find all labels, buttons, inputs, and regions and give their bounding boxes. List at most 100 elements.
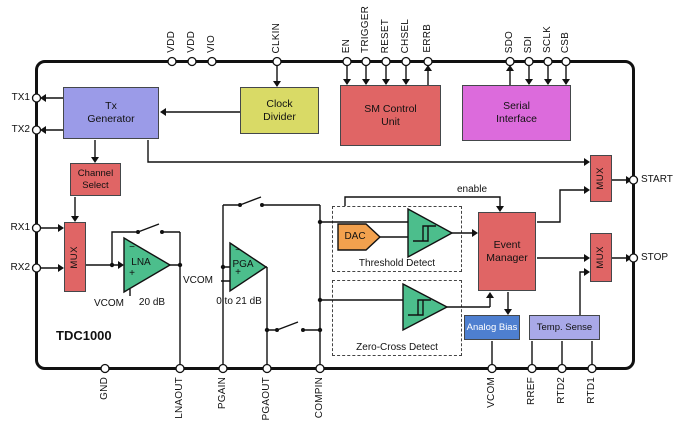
pin-csb xyxy=(561,56,571,67)
clock-divider-block: Clock Divider xyxy=(240,87,319,134)
pin-sdo xyxy=(505,56,515,67)
pin-label-sdi: SDI xyxy=(523,35,534,53)
pin-gnd xyxy=(100,363,110,374)
enable-label: enable xyxy=(456,184,488,195)
schmitt-trigger-icon xyxy=(413,225,436,242)
pin-clkin xyxy=(272,56,282,67)
analog-bias-block: Analog Bias xyxy=(464,315,520,340)
temp-sense-block: Temp. Sense xyxy=(529,315,600,340)
pin-en xyxy=(342,56,352,67)
pin-pgain xyxy=(218,363,228,374)
event-manager-block: Event Manager xyxy=(478,212,536,291)
switch-icons xyxy=(136,196,305,332)
pin-label-vcom: VCOM xyxy=(486,377,497,408)
zero-cross-comparator-triangle xyxy=(402,282,449,332)
pin-vcom xyxy=(487,363,497,374)
temp-sense-label: Temp. Sense xyxy=(536,321,593,333)
pin-chsel xyxy=(401,56,411,67)
pin-label-clkin: CLKIN xyxy=(271,22,282,53)
clock-divider-label: Clock Divider xyxy=(263,97,296,123)
pga-gain-label: 0 to 21 dB xyxy=(216,296,262,307)
pin-label-vio: VIO xyxy=(206,35,217,53)
pin-label-rtd1: RTD1 xyxy=(586,377,597,404)
pin-label-reset: RESET xyxy=(380,18,391,53)
threshold-detect-label: Threshold Detect xyxy=(358,258,436,269)
serial-interface-label: Serial Interface xyxy=(496,100,537,125)
pin-pgaout xyxy=(262,363,272,374)
junction-dots xyxy=(109,219,323,333)
pin-errb xyxy=(423,56,433,67)
zero-cross-detect-box xyxy=(332,280,462,356)
pin-label-rx2: RX2 xyxy=(10,262,30,273)
threshold-comparator-triangle xyxy=(407,207,454,259)
pin-rtd1 xyxy=(587,363,597,374)
pin-compin xyxy=(315,363,325,374)
pin-label-trigger: TRIGGER xyxy=(360,6,371,53)
mux-stop-block: MUX xyxy=(590,233,612,282)
dac-label: DAC xyxy=(344,231,366,242)
channel-select-label: Channel Select xyxy=(77,168,114,191)
serial-interface-block: Serial Interface xyxy=(462,85,571,141)
pin-label-chsel: CHSEL xyxy=(400,18,411,53)
pin-label-stop: STOP xyxy=(641,252,669,263)
threshold-detect-box xyxy=(332,206,462,272)
pin-label-tx1: TX1 xyxy=(11,92,30,103)
amplifiers xyxy=(123,207,454,332)
pin-vio xyxy=(207,56,217,67)
pin-label-compin: COMPIN xyxy=(314,377,325,419)
pin-label-sclk: SCLK xyxy=(542,26,553,53)
pin-label-gnd: GND xyxy=(99,377,110,400)
pin-sdi xyxy=(524,56,534,67)
pin-label-start: START xyxy=(641,174,673,185)
pin-label-rtd2: RTD2 xyxy=(556,377,567,404)
pin-label-csb: CSB xyxy=(560,31,571,53)
lna-label: LNA xyxy=(131,257,151,268)
sm-control-unit-block: SM Control Unit xyxy=(340,85,441,146)
pin-sclk xyxy=(543,56,553,67)
pin-vdd-2 xyxy=(187,56,197,67)
pin-reset xyxy=(381,56,391,67)
pin-label-pgaout: PGAOUT xyxy=(261,377,272,421)
sm-control-unit-label: SM Control Unit xyxy=(364,102,417,128)
analog-bias-label: Analog Bias xyxy=(466,321,518,333)
pga-minus-input: − xyxy=(235,245,241,256)
pga-label: PGA xyxy=(232,259,254,270)
pin-start xyxy=(628,175,639,185)
pin-rx2 xyxy=(31,263,42,273)
pin-tx1 xyxy=(31,93,42,103)
mux-rx-block: MUX xyxy=(64,222,86,292)
pins xyxy=(31,56,639,374)
pin-tx2 xyxy=(31,125,42,135)
pin-label-en: EN xyxy=(341,38,352,53)
pin-label-vdd-2: VDD xyxy=(186,31,197,53)
pin-label-rx1: RX1 xyxy=(10,222,30,233)
pin-lnaout xyxy=(175,363,185,374)
pin-label-tx2: TX2 xyxy=(11,124,30,135)
pin-label-vdd-1: VDD xyxy=(166,31,177,53)
lna-gain-label: 20 dB xyxy=(138,297,166,308)
pin-rx1 xyxy=(31,223,42,233)
pin-rtd2 xyxy=(557,363,567,374)
pga-plus-input: + xyxy=(235,267,241,278)
part-number-label: TDC1000 xyxy=(56,328,112,343)
pin-label-pgain: PGAIN xyxy=(217,377,228,410)
pga-vcom-label: VCOM xyxy=(183,275,213,286)
wires xyxy=(40,63,626,367)
schmitt-trigger-icon xyxy=(408,299,431,316)
mux-start-block: MUX xyxy=(590,155,612,202)
zero-cross-detect-label: Zero-Cross Detect xyxy=(356,342,438,353)
pin-rref xyxy=(527,363,537,374)
pin-trigger xyxy=(361,56,371,67)
lna-vcom-label: VCOM xyxy=(94,298,124,309)
dac-shape xyxy=(337,223,382,251)
lna-minus-input: − xyxy=(129,242,135,253)
pin-label-rref: RREF xyxy=(526,377,537,406)
channel-select-block: Channel Select xyxy=(70,163,121,196)
tx-generator-block: Tx Generator xyxy=(63,87,159,139)
pin-label-sdo: SDO xyxy=(504,30,515,53)
lna-plus-input: + xyxy=(129,268,135,279)
event-manager-label: Event Manager xyxy=(486,238,528,264)
pin-stop xyxy=(628,253,639,263)
